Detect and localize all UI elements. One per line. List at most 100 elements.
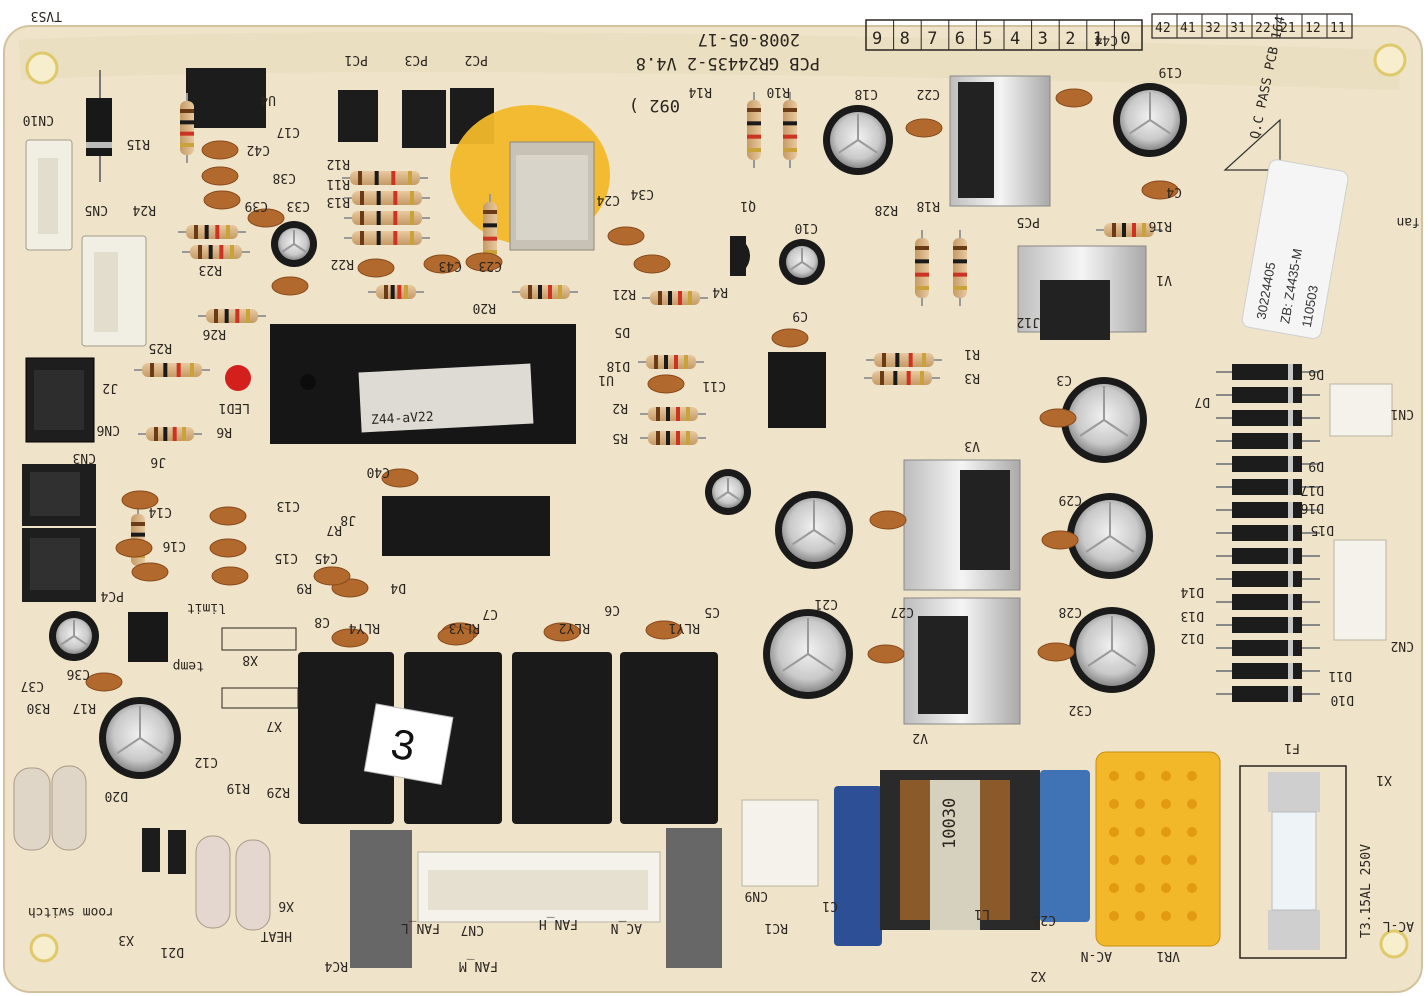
silk-tvs3: TVS3 bbox=[31, 8, 62, 23]
silk-c43: C43 bbox=[439, 258, 462, 273]
silk-c10: C10 bbox=[795, 220, 818, 235]
heatsink-v1 bbox=[1017, 245, 1147, 340]
handwritten-note: 092 ) bbox=[629, 95, 680, 115]
diode-band-0 bbox=[1288, 364, 1293, 380]
silk-rly4: RLY4 bbox=[349, 620, 380, 635]
diode-body-4 bbox=[1232, 456, 1302, 472]
silk-r25: R25 bbox=[149, 340, 172, 355]
diode-body-11 bbox=[1232, 617, 1302, 633]
silk-r14: R14 bbox=[688, 84, 712, 99]
ceramic-cap-20 bbox=[381, 468, 419, 488]
silk-c6: C6 bbox=[604, 602, 620, 617]
diode-band-13 bbox=[1288, 663, 1293, 679]
silk-c21: C21 bbox=[815, 596, 838, 611]
silk-c16: C16 bbox=[163, 538, 186, 553]
silk-v2: V2 bbox=[912, 730, 928, 745]
ceramic-cap-30 bbox=[543, 622, 581, 642]
ic-u4 bbox=[186, 68, 266, 128]
silk-c26: C26 bbox=[1033, 912, 1056, 927]
diode-body-2 bbox=[1232, 410, 1302, 426]
silk-j6: J6 bbox=[150, 454, 166, 469]
power-resistors bbox=[13, 765, 271, 931]
silk-c19: C19 bbox=[1159, 64, 1182, 79]
transistor-q1 bbox=[730, 236, 750, 276]
diode-band-7 bbox=[1288, 525, 1293, 541]
electrolytic-capacitors bbox=[49, 83, 1187, 779]
silk-cn3: CN3 bbox=[73, 450, 96, 465]
code-box-3: 31 bbox=[1230, 21, 1246, 36]
ic-pc3 bbox=[402, 90, 446, 148]
silk-cn9: CN9 bbox=[745, 888, 768, 903]
silk-c3: C3 bbox=[1056, 372, 1072, 387]
silk-r2: R2 bbox=[612, 400, 628, 415]
silk-acn: AC-N bbox=[1081, 948, 1112, 963]
silk-x2: X2 bbox=[1030, 968, 1046, 983]
ceramic-cap-6 bbox=[423, 254, 461, 274]
diode-body-1 bbox=[1232, 387, 1302, 403]
silk-x8: X8 bbox=[242, 652, 258, 667]
blue-capacitor-c26 bbox=[1040, 770, 1090, 922]
silk-x6: X6 bbox=[278, 898, 294, 913]
electrolytic-cap-vent-11 bbox=[715, 478, 741, 501]
digit-box-3: 6 bbox=[955, 29, 965, 49]
silk-r1: R1 bbox=[964, 346, 980, 361]
code-box-4: 22 bbox=[1255, 21, 1271, 36]
silk-v1: V1 bbox=[1156, 272, 1172, 287]
electrolytic-cap-vent-8 bbox=[782, 618, 834, 672]
resistors bbox=[131, 92, 1162, 574]
silk-ac-n: AC_N bbox=[611, 920, 642, 935]
ceramic-cap-28 bbox=[331, 628, 369, 648]
ceramic-cap-8 bbox=[607, 226, 645, 246]
digit-box-0: 9 bbox=[872, 29, 882, 49]
silk-r24: R24 bbox=[132, 202, 156, 217]
silk-c18: C18 bbox=[855, 86, 878, 101]
resistor-21 bbox=[368, 285, 424, 299]
digit-box-4: 5 bbox=[982, 29, 992, 49]
digit-box-7: 2 bbox=[1065, 29, 1075, 49]
silk-c4: C4 bbox=[1166, 184, 1182, 199]
resistor-3 bbox=[344, 231, 430, 245]
silk-d20: D20 bbox=[105, 788, 128, 803]
silk-j2: J2 bbox=[102, 380, 118, 395]
silk-r29: R29 bbox=[267, 784, 290, 799]
silk-c24: C24 bbox=[596, 192, 620, 207]
digit-box-2: 7 bbox=[927, 29, 937, 49]
resistor-12 bbox=[640, 431, 706, 445]
ceramic-cap-24 bbox=[121, 490, 159, 510]
x-capacitor-left bbox=[350, 830, 412, 968]
silk-c5: C5 bbox=[704, 604, 720, 619]
digit-box-8: 1 bbox=[1093, 29, 1103, 49]
connector-cn6 bbox=[25, 357, 95, 443]
silk-f1: F1 bbox=[1284, 740, 1300, 755]
silk-c34: C34 bbox=[630, 186, 654, 201]
diode-body-7 bbox=[1232, 525, 1302, 541]
heatsink-v3 bbox=[903, 459, 1021, 591]
silk-r10: R10 bbox=[767, 84, 790, 99]
heatsink-v2 bbox=[903, 597, 1021, 725]
silk-j8: J8 bbox=[340, 512, 356, 527]
x-capacitor-right bbox=[666, 828, 722, 968]
electrolytic-cap-vent-6 bbox=[1087, 616, 1137, 667]
silk-c33: C33 bbox=[287, 198, 310, 213]
ceramic-cap-26 bbox=[131, 562, 169, 582]
resistor-18 bbox=[953, 230, 967, 306]
silk-c22: C22 bbox=[917, 86, 940, 101]
silk-d16: D16 bbox=[1301, 500, 1324, 515]
common-mode-choke-l1: 10030 bbox=[880, 770, 1040, 930]
code-box-2: 32 bbox=[1205, 21, 1221, 36]
resistor-24 bbox=[1096, 223, 1162, 237]
resistor-0 bbox=[342, 171, 428, 185]
electrolytic-cap-vent-4 bbox=[1079, 386, 1129, 437]
ceramic-cap-17 bbox=[1037, 642, 1075, 662]
silk-cn7: CN7 bbox=[461, 922, 484, 937]
resistor-19 bbox=[864, 371, 940, 385]
diode-band-5 bbox=[1288, 479, 1293, 495]
silk-x7: X7 bbox=[266, 718, 282, 733]
resistor-14 bbox=[512, 285, 578, 299]
ic-pc1 bbox=[338, 90, 378, 142]
diode-band-12 bbox=[1288, 640, 1293, 656]
diode-band-3 bbox=[1288, 433, 1293, 449]
led1 bbox=[225, 365, 251, 391]
silk-r16: R16 bbox=[1149, 218, 1172, 233]
silk-j12: J12 bbox=[1017, 314, 1040, 329]
